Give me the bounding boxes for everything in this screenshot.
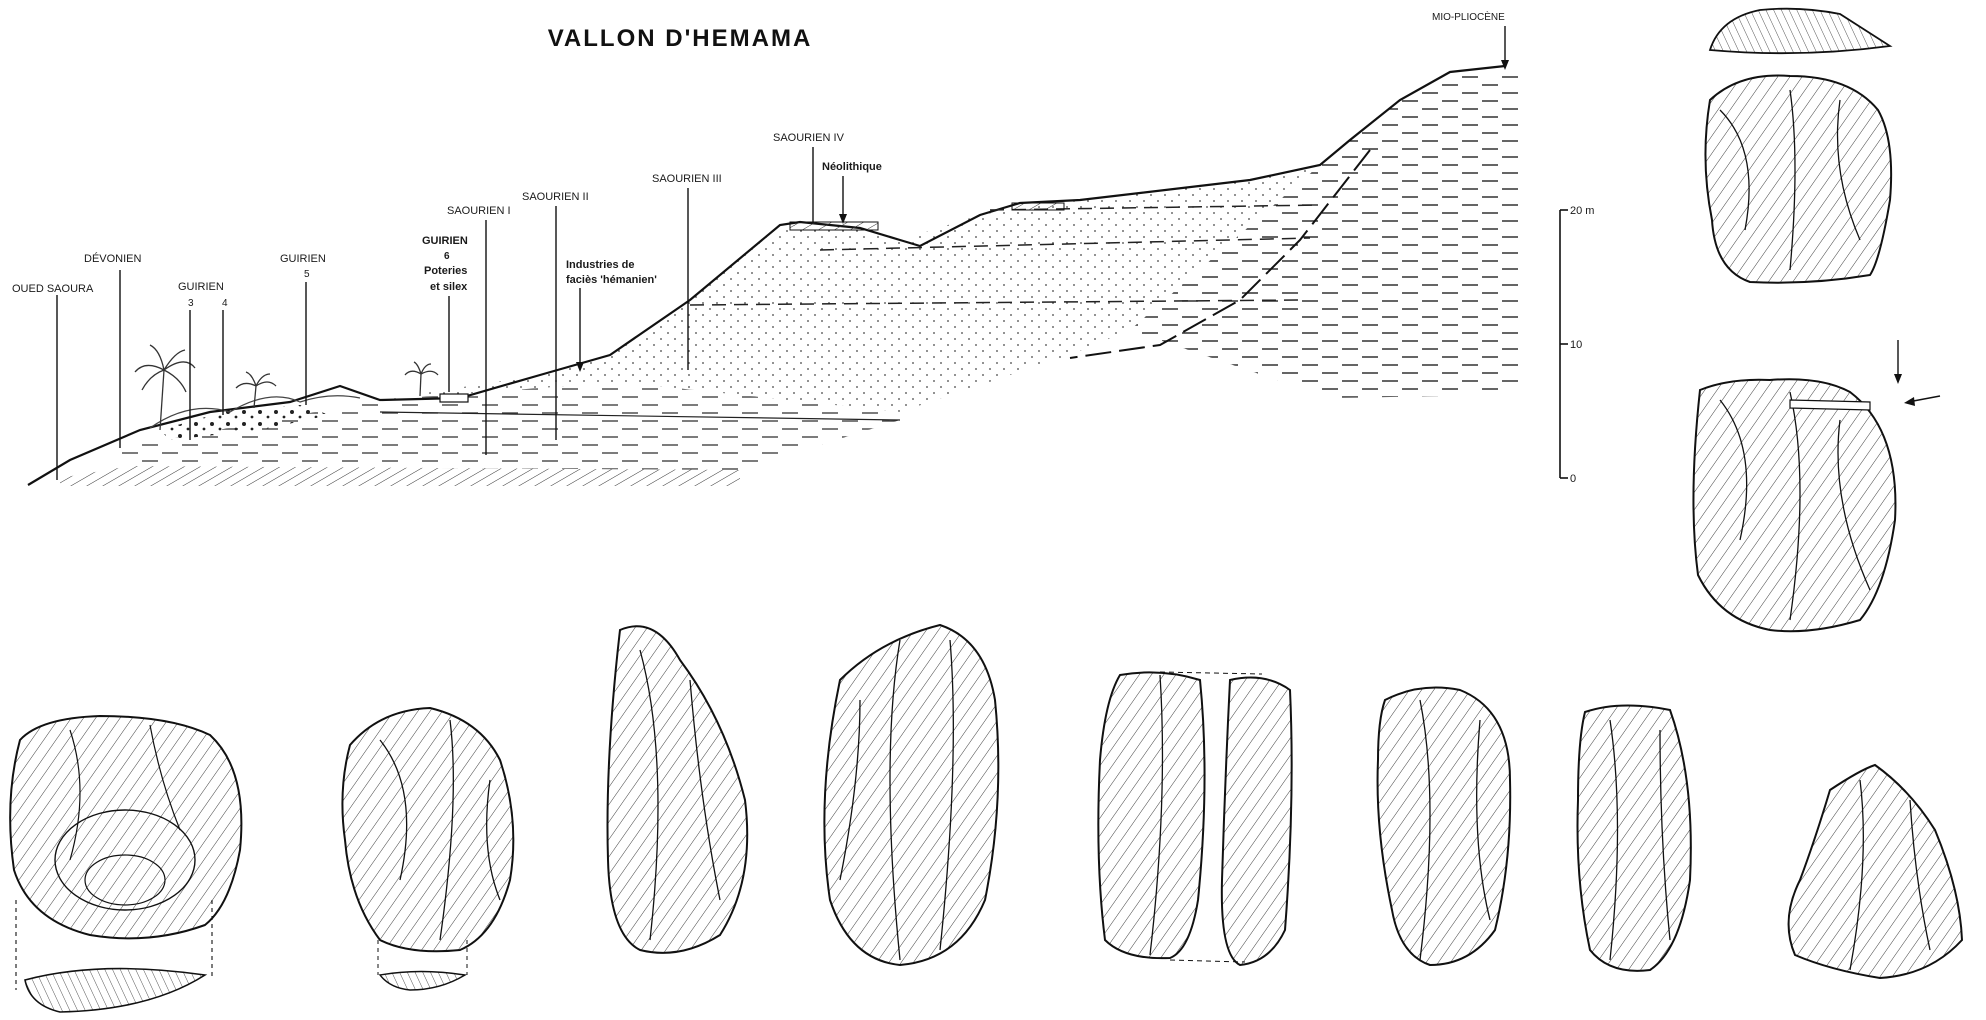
label-guirien-4: 4 bbox=[222, 298, 228, 309]
label-saourien-2: SAOURIEN II bbox=[522, 191, 589, 203]
artifact-core-upper bbox=[1705, 76, 1891, 283]
artifact-burin-small bbox=[1789, 765, 1962, 978]
label-saourien-4: SAOURIEN IV bbox=[773, 132, 845, 144]
label-mio-pliocene: MIO-PLIOCÈNE bbox=[1432, 10, 1505, 23]
palm-tree-icon bbox=[405, 362, 438, 396]
palm-tree-icon bbox=[236, 372, 276, 408]
label-neolithique: Néolithique bbox=[822, 161, 882, 173]
artifact-point-1 bbox=[608, 626, 748, 953]
label-guirien-6-num: 6 bbox=[444, 251, 450, 262]
arrow-icon bbox=[1894, 340, 1902, 384]
label-saourien-3: SAOURIEN III bbox=[652, 173, 722, 185]
label-et-silex: et silex bbox=[430, 281, 468, 293]
label-poteries: Poteries bbox=[424, 265, 467, 277]
label-guirien-6-title: GUIRIEN bbox=[422, 235, 468, 247]
label-guirien: GUIRIEN bbox=[178, 281, 224, 293]
upper-terrace-cap bbox=[1012, 203, 1064, 210]
hut-icon bbox=[440, 394, 468, 402]
figure-title: VALLON D'HEMAMA bbox=[548, 25, 813, 52]
label-industries: Industries de bbox=[566, 259, 634, 271]
label-devonien: DÉVONIEN bbox=[84, 252, 142, 265]
geological-cross-section bbox=[28, 66, 1520, 486]
artifact-blade-4 bbox=[1578, 705, 1691, 970]
scale-label-mid: 10 bbox=[1570, 339, 1582, 351]
label-facies-hemanien: faciès 'hémanien' bbox=[566, 274, 657, 286]
artifact-point-2 bbox=[824, 625, 998, 965]
scale-label-top: 20 m bbox=[1570, 205, 1594, 217]
arrowhead-icon bbox=[1501, 60, 1509, 70]
scale-label-bottom: 0 bbox=[1570, 473, 1576, 485]
label-oued-saoura: OUED SAOURA bbox=[12, 283, 94, 295]
arrow-icon bbox=[1904, 396, 1940, 406]
label-guirien-5-title: GUIRIEN bbox=[280, 253, 326, 265]
artifact-blade-pair bbox=[1098, 672, 1291, 965]
label-saourien-1: SAOURIEN I bbox=[447, 205, 511, 217]
artifact-blade-3 bbox=[1378, 688, 1511, 965]
scale-bar: 20 m 10 0 bbox=[1560, 205, 1594, 485]
artifact-discoid-core bbox=[10, 716, 241, 938]
label-guirien-3: 3 bbox=[188, 298, 194, 309]
label-guirien-5: 5 bbox=[304, 269, 310, 280]
artifact-flake-core bbox=[342, 708, 513, 951]
artifact-top-profile bbox=[1710, 9, 1890, 54]
saourien-iv-cap bbox=[790, 222, 878, 230]
artifact-burin bbox=[1693, 379, 1895, 631]
